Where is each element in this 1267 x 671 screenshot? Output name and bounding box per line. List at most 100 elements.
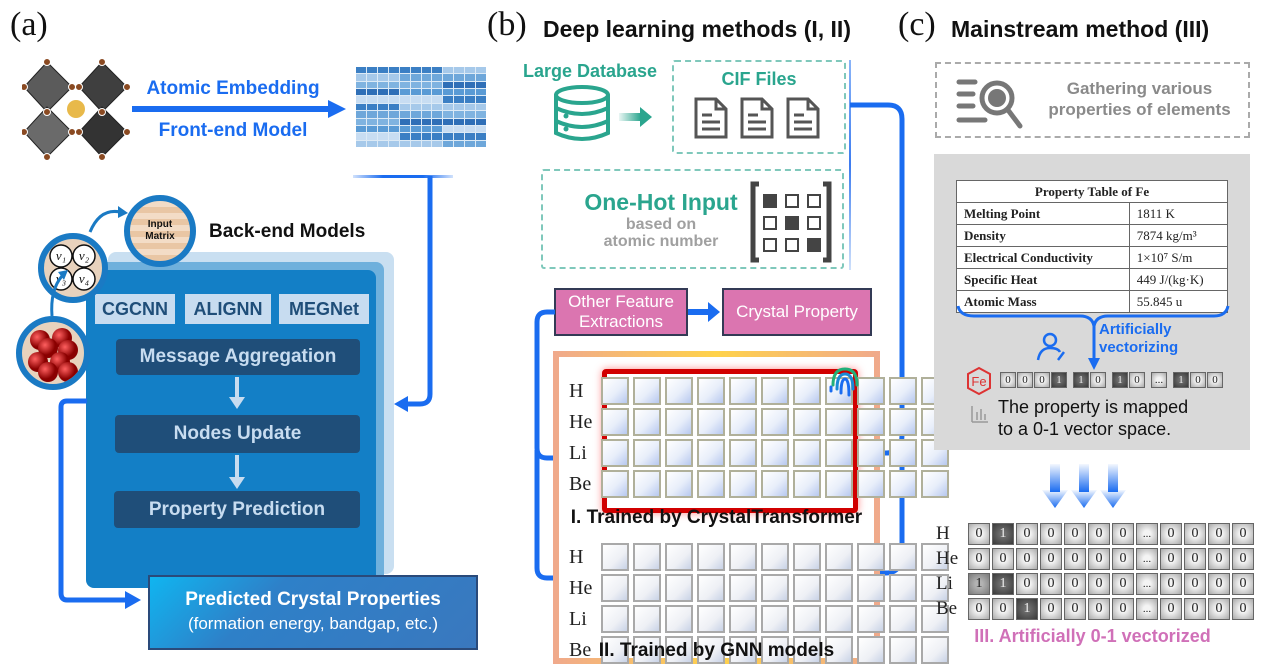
- fe-vector-cell: 0: [1000, 372, 1016, 388]
- embedding-cell: [889, 439, 917, 467]
- heatmap-cell: [476, 140, 486, 147]
- heatmap-cell: [432, 96, 443, 103]
- one-hot-sub-1: based on: [625, 216, 697, 233]
- heatmap-cell: [388, 67, 399, 74]
- heatmap-cell: [421, 133, 432, 140]
- embedding-cell: [761, 377, 789, 405]
- property-name: Melting Point: [956, 202, 1130, 225]
- crystal-property-box: Crystal Property: [722, 288, 872, 336]
- model-megnet: MEGNet: [279, 294, 369, 324]
- vector-cell: 0: [968, 598, 990, 620]
- heatmap-cell: [443, 111, 454, 118]
- heatmap-cell: [377, 89, 388, 96]
- one-hot-matrix-icon: [750, 181, 832, 263]
- vector-cell: 0: [1064, 598, 1086, 620]
- vector-cell: 0: [1184, 523, 1206, 545]
- search-list-icon: [956, 79, 1023, 129]
- embedding-cell: [601, 470, 629, 498]
- heatmap-cell: [476, 96, 486, 103]
- heatmap-cell: [377, 111, 388, 118]
- embedding-cell: [857, 377, 885, 405]
- predicted-subtitle: (formation energy, bandgap, etc.): [187, 614, 439, 633]
- heatmap-cell: [432, 67, 443, 74]
- heatmap-cell: [366, 133, 377, 140]
- one-hot-cell-off: [785, 194, 799, 208]
- vectorizing-label-1: Artificially: [1099, 321, 1172, 338]
- fe-vector-cell: ...: [1151, 372, 1167, 388]
- heatmap-cell: [410, 140, 421, 147]
- embedding-cell: [697, 439, 725, 467]
- heatmap-cell: [476, 67, 486, 74]
- embedding-cell: [825, 574, 853, 602]
- embedding-cell: [729, 470, 757, 498]
- one-hot-cell-off: [763, 216, 777, 230]
- arrow-down-icon: [229, 455, 245, 489]
- large-database-label: Large Database: [523, 61, 658, 81]
- heatmap-cell: [356, 118, 366, 125]
- vector-cell: 0: [968, 548, 990, 570]
- embedding-cell: [793, 543, 821, 571]
- other-feature-extractions-box: Other Feature Extractions: [554, 288, 688, 336]
- vector-cell: 0: [968, 523, 990, 545]
- node-v1: v₁: [56, 248, 66, 263]
- embedding-cell: [601, 408, 629, 436]
- vector-cell: 0: [1040, 523, 1062, 545]
- embedding-cell: [729, 636, 757, 664]
- vector-cell: 0: [1208, 548, 1230, 570]
- vector-cell: 0: [1112, 523, 1134, 545]
- heatmap-cell: [421, 118, 432, 125]
- heatmap-cell: [465, 118, 476, 125]
- embedding-cell: [889, 543, 917, 571]
- heatmap-cell: [476, 125, 486, 133]
- heatmap-cell: [465, 89, 476, 96]
- embedding-cell: [889, 408, 917, 436]
- heatmap-cell: [366, 96, 377, 103]
- predicted-properties-box: Predicted Crystal Properties (formation …: [148, 575, 478, 650]
- embedding-cell: [761, 543, 789, 571]
- embedding-cell: [697, 377, 725, 405]
- heatmap-cell: [356, 103, 366, 111]
- heatmap-cell: [454, 74, 465, 81]
- heatmap-cell: [388, 81, 399, 89]
- panel-b-label: (b): [487, 6, 527, 43]
- vector-cell: 0: [1160, 523, 1182, 545]
- database-icon: [554, 85, 652, 141]
- vector-cell: 0: [1208, 573, 1230, 595]
- vector-cell: 0: [1088, 523, 1110, 545]
- heatmap-cell: [388, 111, 399, 118]
- backend-models-title: Back-end Models: [209, 221, 366, 242]
- embedding-cell: [633, 377, 661, 405]
- embedding-heatmap: [356, 67, 486, 147]
- property-name: Electrical Conductivity: [956, 246, 1130, 269]
- heatmap-cell: [399, 81, 410, 89]
- heatmap-cell: [399, 133, 410, 140]
- heatmap-cell: [432, 111, 443, 118]
- heatmap-cell: [443, 140, 454, 147]
- heatmap-cell: [432, 74, 443, 81]
- bracket-right: [823, 181, 832, 263]
- heatmap-cell: [476, 74, 486, 81]
- heatmap-cell: [356, 111, 366, 118]
- element-label: H: [569, 545, 584, 568]
- vectorizing-label-2: vectorizing: [1099, 339, 1179, 356]
- panel-a-label: (a): [10, 6, 48, 43]
- heatmap-cell: [399, 118, 410, 125]
- vector-cell: 0: [1040, 548, 1062, 570]
- embedding-cell: [729, 439, 757, 467]
- embedding-cell: [633, 439, 661, 467]
- fe-vector-cell: 0: [1017, 372, 1033, 388]
- heatmap-cell: [377, 96, 388, 103]
- node-v2: v₂: [79, 248, 90, 263]
- heatmap-cell: [366, 118, 377, 125]
- heatmap-cell: [421, 96, 432, 103]
- connector-line: [353, 175, 453, 178]
- panel-c-title: Mainstream method (III): [951, 16, 1210, 42]
- grid-row: Li: [569, 605, 953, 633]
- fe-vector-cell: 1: [1112, 372, 1128, 388]
- heatmap-cell: [454, 125, 465, 133]
- vector-cell: 0: [1208, 523, 1230, 545]
